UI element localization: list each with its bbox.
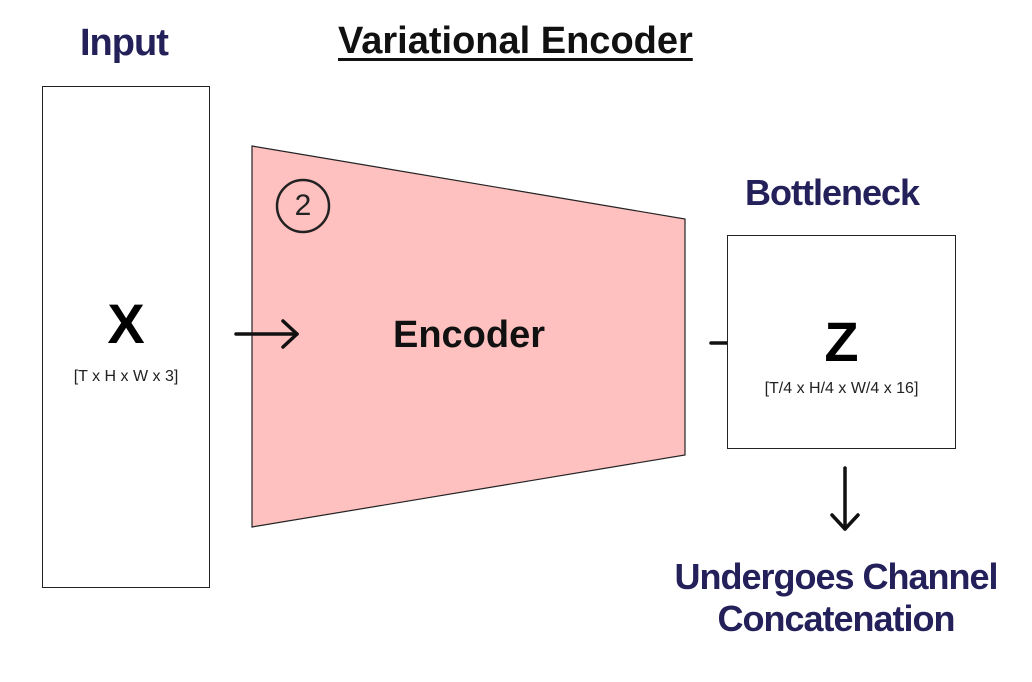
encoder-label: Encoder [392, 314, 546, 356]
input-heading: Input [80, 22, 169, 64]
input-box [42, 86, 210, 588]
bottleneck-box [727, 235, 956, 449]
page-title: Variational Encoder [338, 20, 693, 62]
input-variable: X [107, 292, 145, 355]
step-number-circle [275, 178, 331, 234]
arrow-input-to-encoder [234, 319, 299, 349]
output-note: Undergoes Channel Concatenation [674, 556, 998, 639]
input-shape: [T x H x W x 3] [73, 368, 179, 385]
bottleneck-shape: [T/4 x H/4 x W/4 x 16] [764, 380, 919, 397]
step-number: 2 [294, 189, 312, 222]
encoder-block [251, 145, 686, 528]
bottleneck-variable: Z [824, 310, 859, 373]
arrow-bottleneck-down [830, 466, 860, 531]
bottleneck-heading: Bottleneck [745, 172, 920, 213]
